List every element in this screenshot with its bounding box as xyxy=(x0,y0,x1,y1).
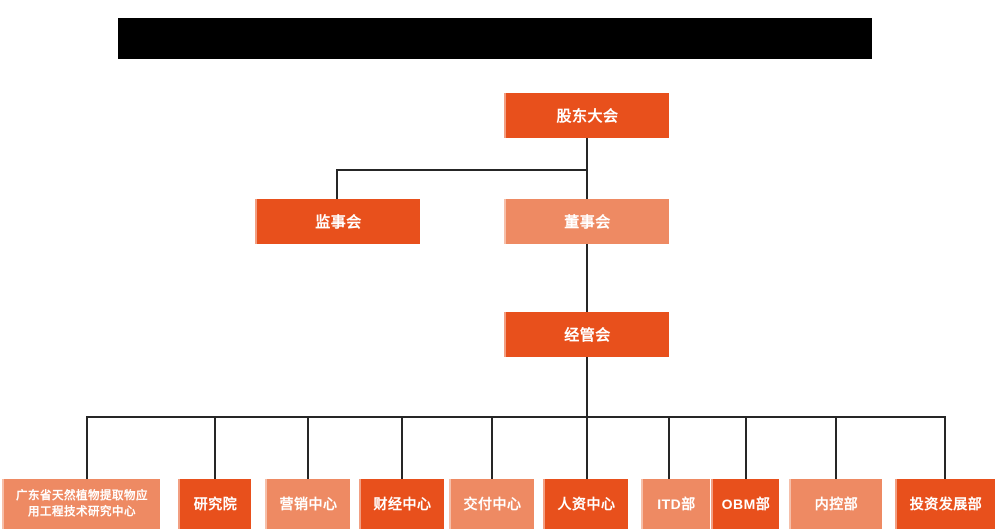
node-label: OBM部 xyxy=(721,496,771,512)
connector-shareholders-down xyxy=(586,138,588,171)
node-label: 监事会 xyxy=(315,214,362,231)
connector-drop-internal-control xyxy=(835,416,837,479)
node-label-multiline: 广东省天然植物提取物应 用工程技术研究中心 xyxy=(4,488,160,520)
connector-board-to-management xyxy=(586,242,588,312)
node-label: 研究院 xyxy=(193,496,238,512)
node-management-committee[interactable]: 经管会 xyxy=(504,312,669,357)
node-label-line2: 用工程技术研究中心 xyxy=(28,506,136,518)
connector-management-down xyxy=(586,357,588,418)
connector-drop-obm xyxy=(745,416,747,479)
node-shareholders-meeting[interactable]: 股东大会 xyxy=(504,93,669,138)
node-label-line1: 广东省天然植物提取物应 xyxy=(16,490,148,502)
connector-drop-finance xyxy=(401,416,403,479)
connector-departments-bus xyxy=(86,416,946,418)
connector-drop-research-center xyxy=(86,416,88,479)
node-label: 人资中心 xyxy=(557,496,616,512)
node-internal-control-department[interactable]: 内控部 xyxy=(789,479,882,529)
node-institute[interactable]: 研究院 xyxy=(178,479,251,529)
connector-drop-institute xyxy=(214,416,216,479)
node-investment-development-department[interactable]: 投资发展部 xyxy=(895,479,995,529)
node-board-of-directors[interactable]: 董事会 xyxy=(504,199,669,244)
connector-drop-delivery xyxy=(491,416,493,479)
node-label: 经管会 xyxy=(564,327,611,344)
node-itd-department[interactable]: ITD部 xyxy=(641,479,710,529)
connector-tier2-bus xyxy=(336,169,588,171)
connector-supervisory-down xyxy=(336,169,338,199)
node-label: 营销中心 xyxy=(279,496,338,512)
node-label: 交付中心 xyxy=(463,496,522,512)
connector-drop-marketing xyxy=(307,416,309,479)
node-label: 投资发展部 xyxy=(909,496,983,512)
node-obm-department[interactable]: OBM部 xyxy=(711,479,779,529)
title-banner xyxy=(118,18,872,59)
node-supervisory-board[interactable]: 监事会 xyxy=(255,199,420,244)
node-label: 股东大会 xyxy=(556,108,619,125)
node-marketing-center[interactable]: 营销中心 xyxy=(265,479,350,529)
connector-board-down xyxy=(586,169,588,199)
node-guangdong-research-center[interactable]: 广东省天然植物提取物应 用工程技术研究中心 xyxy=(2,479,160,529)
node-label: 董事会 xyxy=(564,214,611,231)
node-label: ITD部 xyxy=(657,496,696,512)
node-finance-center[interactable]: 财经中心 xyxy=(359,479,444,529)
connector-drop-hr xyxy=(586,416,588,479)
connector-drop-investment xyxy=(944,416,946,479)
node-hr-center[interactable]: 人资中心 xyxy=(543,479,628,529)
node-label: 内控部 xyxy=(814,496,859,512)
node-label: 财经中心 xyxy=(373,496,432,512)
connector-drop-itd xyxy=(668,416,670,479)
node-delivery-center[interactable]: 交付中心 xyxy=(449,479,534,529)
